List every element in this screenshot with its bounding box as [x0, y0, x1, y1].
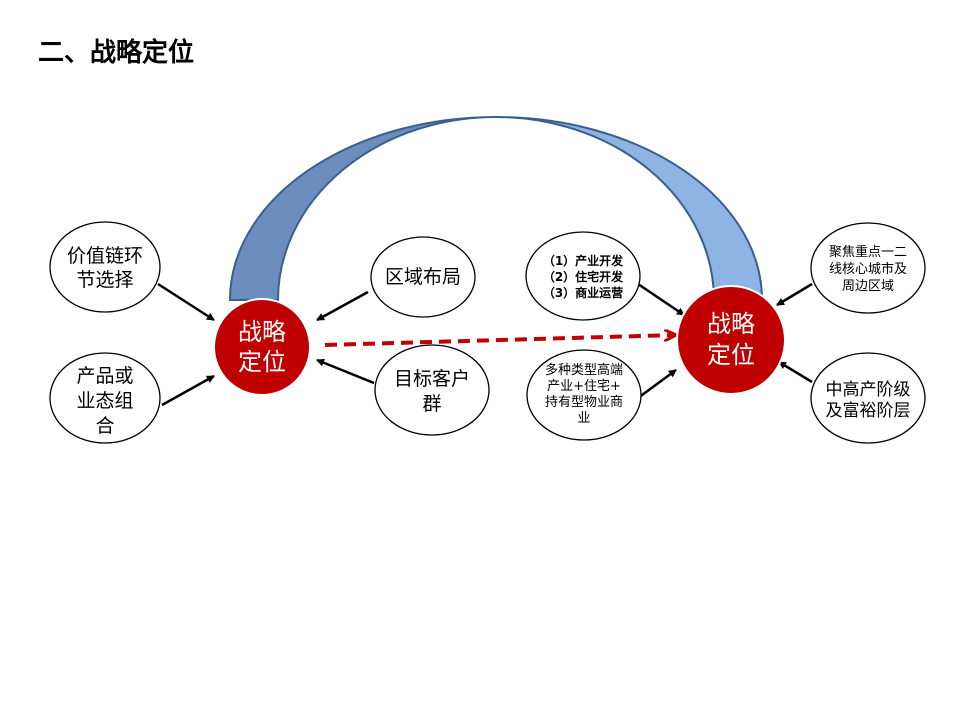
node-label: 产品或	[76, 365, 133, 387]
node-label: 业	[577, 411, 590, 426]
node-label: 战略	[238, 318, 286, 346]
node-label: 及富裕阶层	[826, 401, 911, 421]
node-label: 目标客户	[394, 368, 470, 390]
arrows	[157, 282, 813, 407]
node-city-focus: 聚焦重点一二 线核心城市及 周边区域	[810, 222, 926, 314]
node-label: 周边区域	[842, 279, 894, 294]
arch-left-half	[228, 116, 497, 301]
node-label: 节选择	[76, 269, 133, 291]
node-label: 业态组	[76, 390, 133, 412]
right-strategy-circle: 战略 定位	[676, 285, 786, 395]
node-label: 价值链环	[67, 245, 143, 267]
node-label: 中高产阶级	[826, 380, 911, 400]
node-business-lines: （1）产业开发 （2）住宅开发 （3）商业运营	[525, 231, 641, 321]
node-target-customer: 目标客户 群	[374, 344, 490, 436]
node-label: （3）商业运营	[543, 285, 623, 300]
node-customer-class: 中高产阶级 及富裕阶层	[810, 352, 926, 444]
node-product-mix: 产品或 业态组 合	[49, 352, 161, 444]
node-label: 定位	[707, 341, 755, 369]
node-value-chain: 价值链环 节选择	[49, 221, 161, 313]
node-label: 群	[422, 393, 441, 415]
node-label: （2）住宅开发	[543, 269, 624, 284]
dashed-transition-arrow	[324, 335, 676, 347]
node-label: 线核心城市及	[829, 261, 907, 277]
node-label: 定位	[238, 348, 286, 376]
node-label: （1）产业开发	[543, 253, 624, 268]
node-label: 多种类型高端	[545, 362, 623, 378]
left-strategy-circle: 战略 定位	[213, 298, 311, 396]
node-property-types: 多种类型高端 产业+住宅+ 持有型物业商 业	[526, 349, 642, 441]
node-label: 产业+住宅+	[547, 379, 621, 394]
node-label: 持有型物业商	[545, 395, 623, 410]
node-label: 聚焦重点一二	[829, 244, 907, 260]
node-label: 战略	[707, 310, 755, 338]
node-label: 区域布局	[385, 266, 461, 288]
node-label: 合	[95, 415, 114, 437]
node-region-layout: 区域布局	[370, 236, 476, 318]
page-title: 二、战略定位	[38, 38, 195, 68]
